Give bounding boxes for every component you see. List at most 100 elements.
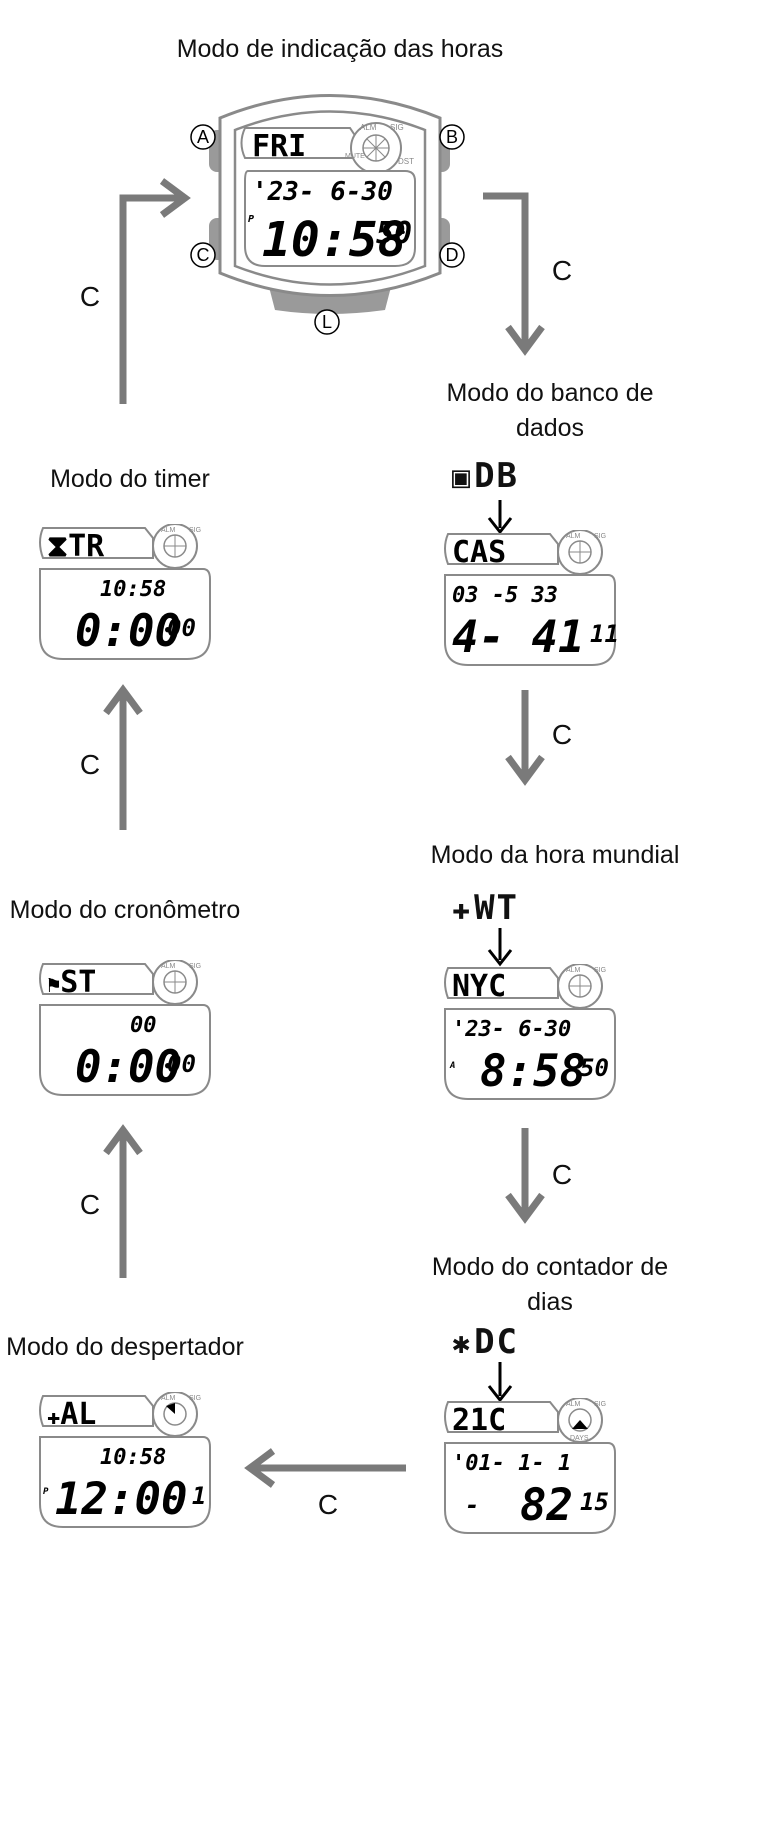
timekeeping-watch: FRI ALM SIG MUTE DAYS DST '23- 6-30 P 10… [209, 94, 450, 314]
flow-label-c: C [551, 719, 573, 750]
databank-mode-title: Modo do banco de dados [400, 376, 700, 446]
svg-text:MUTE: MUTE [345, 153, 365, 160]
flow-label-c: C [79, 749, 101, 780]
timer-label: ⧗TR [47, 529, 105, 564]
timekeeping-time: 10:58 [262, 212, 407, 268]
worldtime-display: NYC ALM SIG '23- 6-30 A 8:58 50 [444, 964, 616, 1100]
button-l-letter: L [322, 312, 332, 332]
daycounter-mode-title: Modo do contador de dias [400, 1250, 700, 1320]
arrow-head-1 [505, 324, 545, 356]
alarm-label: ✚AL [47, 1397, 96, 1432]
timekeeping-seconds: 50 [376, 216, 412, 251]
worldtime-code: ✚WT [452, 888, 520, 928]
flow-label-c: C [317, 1489, 339, 1520]
timekeeping-label: FRI [252, 129, 306, 164]
mode-ring-indicator: ALM SIG [152, 524, 201, 569]
alarm-mode-title: Modo do despertador [6, 1333, 244, 1361]
databank-line1: 03 -5 33 [452, 583, 558, 608]
arrow-head-2 [505, 754, 545, 786]
alarm-small-time: 10:58 [100, 1445, 166, 1470]
stopwatch-hundredths: 00 [167, 1050, 196, 1078]
svg-text:ALM: ALM [161, 1395, 176, 1402]
svg-text:SIG: SIG [594, 533, 606, 540]
arrow-head-4 [244, 1448, 276, 1488]
databank-label: CAS [452, 535, 506, 570]
databank-line2: 4- 41 [452, 612, 584, 663]
databank-line2-small: 11 [590, 620, 619, 648]
svg-text:SIG: SIG [189, 527, 201, 534]
svg-text:ALM: ALM [566, 1401, 581, 1408]
daycounter-label: 21C [452, 1403, 506, 1438]
svg-text:ALM: ALM [161, 527, 176, 534]
worldtime-seconds: 50 [580, 1054, 609, 1082]
alarm-icon: ✚ [47, 1405, 60, 1430]
stopwatch-label: ⚑ST [47, 965, 96, 1000]
flow-label-c: C [551, 255, 573, 286]
databank-title-line1: Modo do banco de [446, 379, 654, 407]
calendar-icon: ✱ [452, 1326, 473, 1361]
button-a-letter: A [197, 127, 209, 147]
databank-code: ▣DB [452, 456, 520, 496]
mode-ring-indicator: ALM SIG DAYS [557, 1398, 606, 1443]
mode-ring-indicator: ALM SIG [152, 1392, 201, 1437]
databank-title-line2: dados [515, 414, 585, 442]
timer-display: ⧗TR ALM SIG 10:58 0:00 00 [39, 524, 211, 660]
databank-display: CAS ALM SIG 03 -5 33 4- 41 11 [444, 530, 619, 666]
daycounter-title-line1: Modo do contador de [431, 1253, 669, 1281]
main-display [244, 170, 416, 267]
stopwatch-mode-title: Modo do cronômetro [9, 896, 241, 924]
button-c-letter: C [197, 245, 210, 265]
timekeeping-mode-title: Modo de indicação das horas [176, 35, 504, 63]
daycounter-value: 82 [520, 1480, 573, 1531]
svg-text:DAYS: DAYS [570, 1435, 589, 1442]
worldtime-time: 8:58 [480, 1046, 586, 1097]
svg-text:SIG: SIG [594, 1401, 606, 1408]
arrow-head-7 [159, 178, 191, 218]
svg-text:ALM: ALM [566, 967, 581, 974]
arrow-head-3 [505, 1192, 545, 1224]
mode-ring-indicator: ALM SIG [152, 960, 201, 1005]
daycounter-title-line2: dias [527, 1288, 573, 1316]
runner-icon: ⚑ [47, 973, 60, 998]
timer-time: 0:00 [75, 606, 181, 657]
svg-text:SIG: SIG [189, 1395, 201, 1402]
stopwatch-time: 0:00 [75, 1042, 181, 1093]
timekeeping-date: '23- 6-30 [252, 177, 393, 207]
flow-label-c: C [79, 281, 101, 312]
timekeeping-ampm: P [248, 214, 254, 225]
arrow-head-5 [103, 1124, 143, 1156]
mode-ring-indicator: ALM SIG [557, 530, 606, 575]
flow-label-c: C [551, 1159, 573, 1190]
databank-icon: ▣ [452, 460, 473, 495]
timer-mode-title: Modo do timer [50, 465, 210, 493]
daycounter-date: '01- 1- 1 [452, 1451, 571, 1476]
flow-label-c: C [79, 1189, 101, 1220]
worldtime-ampm: A [449, 1061, 455, 1071]
arrow-head-6 [103, 684, 143, 716]
daycounter-small: 15 [580, 1488, 609, 1516]
worldtime-mode-title: Modo da hora mundial [430, 841, 680, 869]
svg-text:SIG: SIG [390, 123, 404, 132]
alarm-time: 12:00 [55, 1474, 187, 1525]
daycounter-dash: - [465, 1491, 479, 1519]
svg-text:SIG: SIG [594, 967, 606, 974]
alarm-display: ✚AL ALM SIG 10:58 P 12:00 - 1 [39, 1392, 211, 1528]
hourglass-icon: ⧗ [47, 529, 68, 564]
timer-seconds: 00 [167, 614, 196, 642]
globe-icon: ✚ [452, 892, 473, 927]
timer-small-time: 10:58 [100, 577, 166, 602]
svg-text:DST: DST [398, 157, 414, 166]
arrow-timer-to-timekeeping [119, 194, 180, 404]
svg-text:ALM: ALM [161, 963, 176, 970]
svg-text:ALM: ALM [360, 123, 377, 132]
button-letters: A B C D L [190, 124, 465, 335]
svg-text:ALM: ALM [566, 533, 581, 540]
worldtime-date: '23- 6-30 [452, 1017, 571, 1042]
alarm-ampm: P [43, 1487, 49, 1497]
button-d-letter: D [446, 245, 459, 265]
button-b-letter: B [446, 127, 458, 147]
mode-ring-indicator: ALM SIG [557, 964, 606, 1009]
mode-ring-indicator: ALM SIG MUTE DAYS DST [345, 122, 414, 180]
